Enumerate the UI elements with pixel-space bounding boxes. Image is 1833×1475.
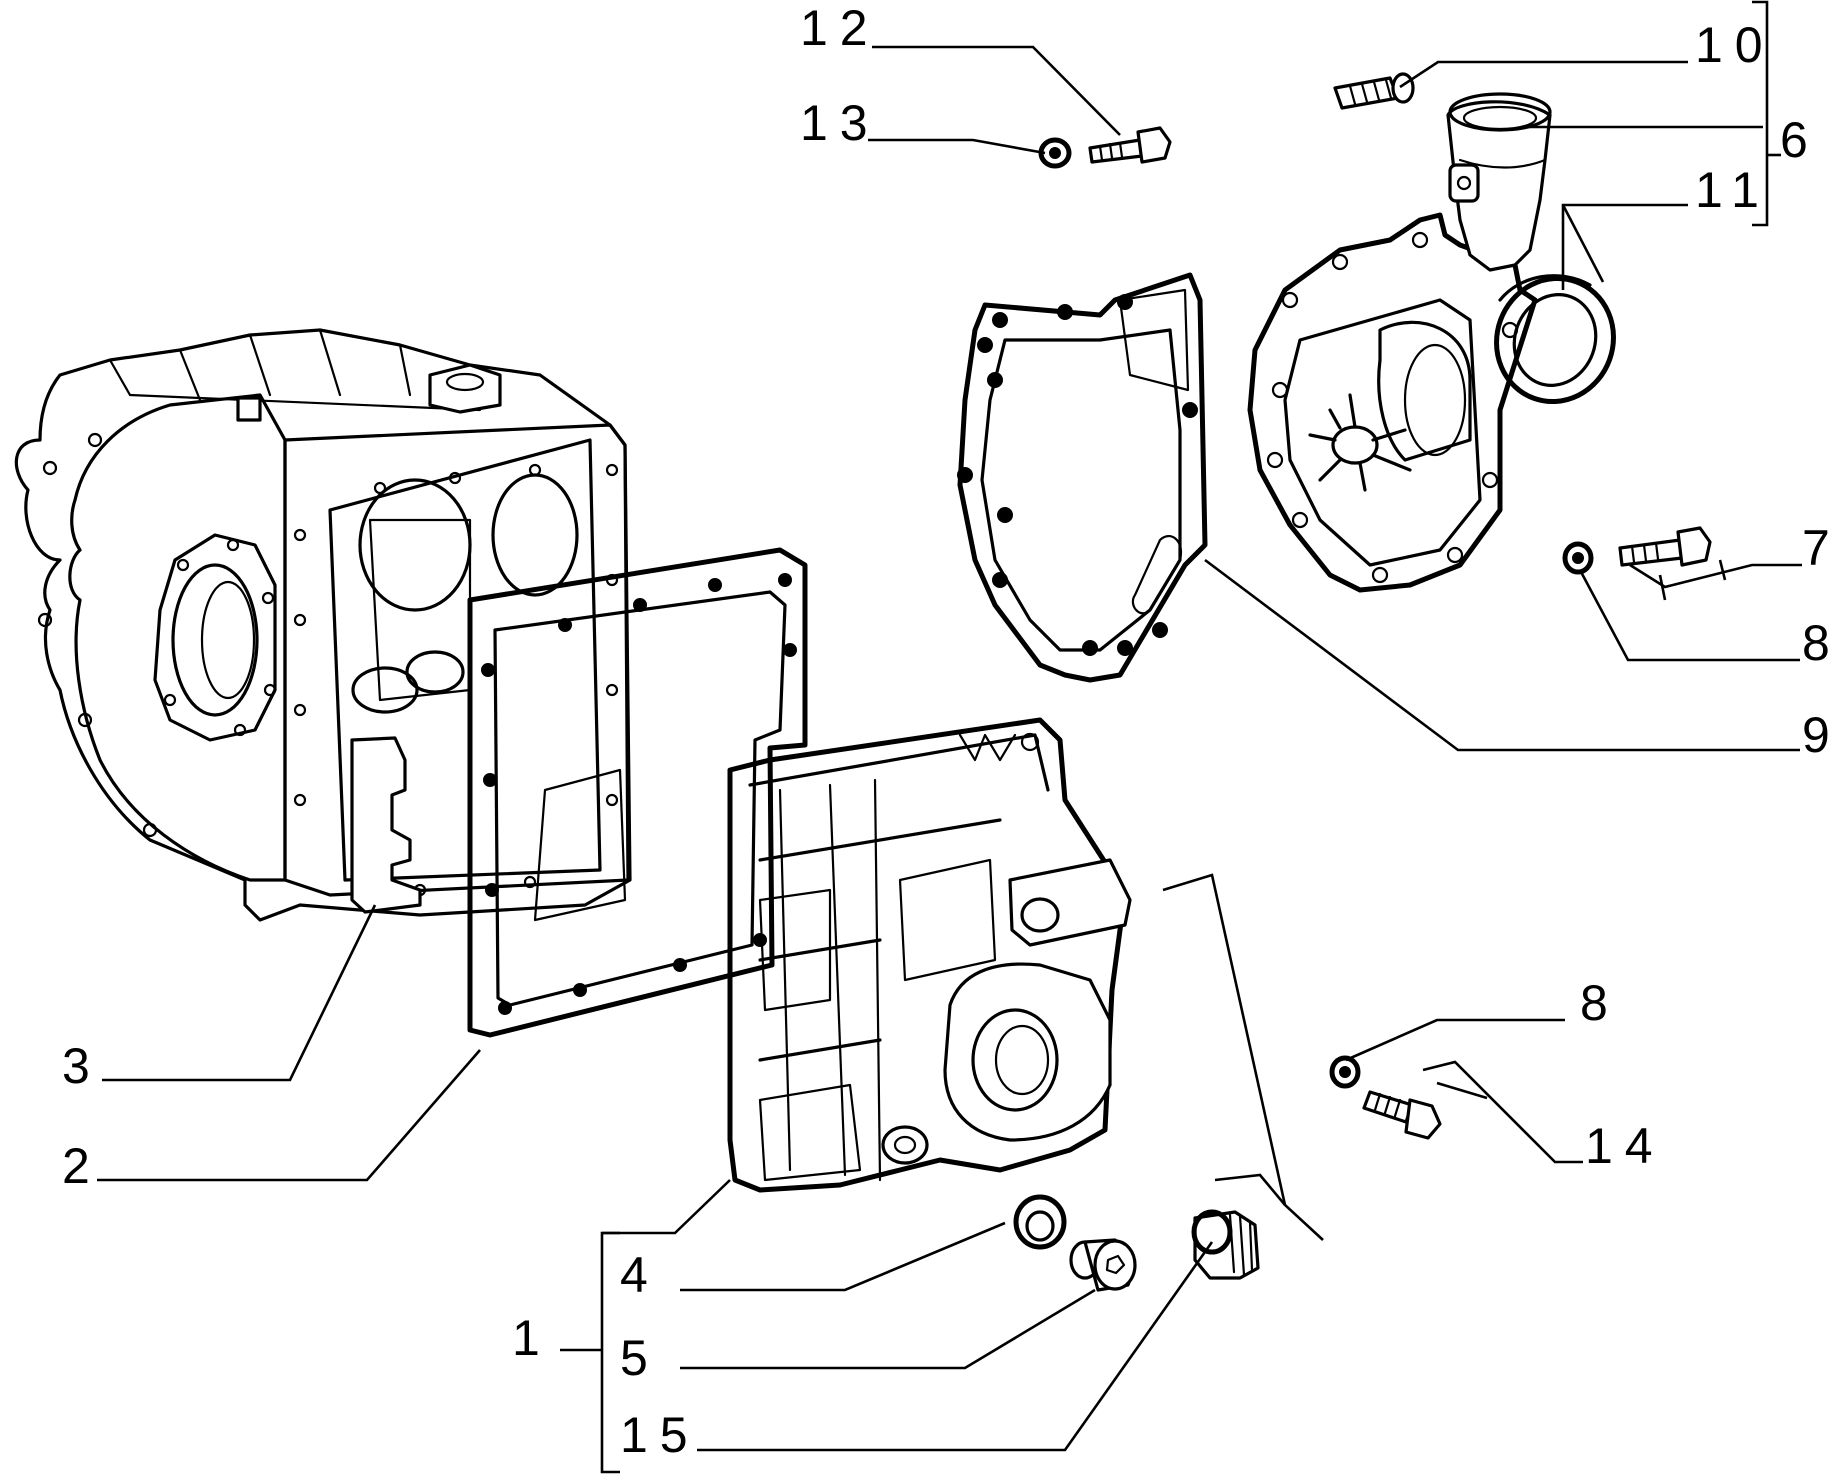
part-8-washer-upper <box>1562 541 1594 575</box>
part-15-plug <box>1191 1209 1260 1280</box>
part-12-bolt <box>1088 126 1172 164</box>
leader-lines <box>97 0 1802 1474</box>
callout-10: 10 <box>1695 17 1775 73</box>
part-2-gasket <box>467 547 808 1038</box>
callout-15: 15 <box>620 1407 700 1463</box>
callout-11: 11 <box>1695 162 1771 218</box>
callout-3: 3 <box>62 1038 102 1094</box>
callout-5: 5 <box>620 1330 660 1386</box>
callout-4: 4 <box>620 1247 660 1303</box>
part-4-washer <box>1013 1194 1067 1250</box>
callout-8-upper: 8 <box>1802 615 1833 671</box>
callout-14: 14 <box>1585 1118 1665 1174</box>
part-5-plug <box>1069 1238 1137 1292</box>
part-13-washer <box>1038 137 1072 169</box>
part-3-bracket <box>350 736 422 914</box>
callout-2: 2 <box>62 1138 102 1194</box>
part-9-gasket <box>957 272 1208 683</box>
callout-9: 9 <box>1802 707 1833 763</box>
part-11-seal <box>1494 274 1616 405</box>
part-14-bolt <box>1362 1090 1442 1140</box>
callout-13: 13 <box>800 95 880 151</box>
callout-1: 1 <box>512 1310 552 1366</box>
callout-labels: 12 13 10 6 11 7 8 9 8 14 3 2 4 1 5 15 <box>62 0 1833 1463</box>
callout-7: 7 <box>1802 520 1833 576</box>
part-10-screw <box>1333 72 1415 110</box>
callout-6: 6 <box>1780 112 1820 168</box>
part-side-cover <box>727 717 1132 1193</box>
callout-8-lower: 8 <box>1580 975 1620 1031</box>
gearbox-housing <box>14 328 632 922</box>
part-7-bolt <box>1618 526 1712 567</box>
part-8-washer-lower <box>1329 1055 1361 1089</box>
callout-12: 12 <box>800 0 880 56</box>
part-6-front-cover <box>1247 92 1552 593</box>
